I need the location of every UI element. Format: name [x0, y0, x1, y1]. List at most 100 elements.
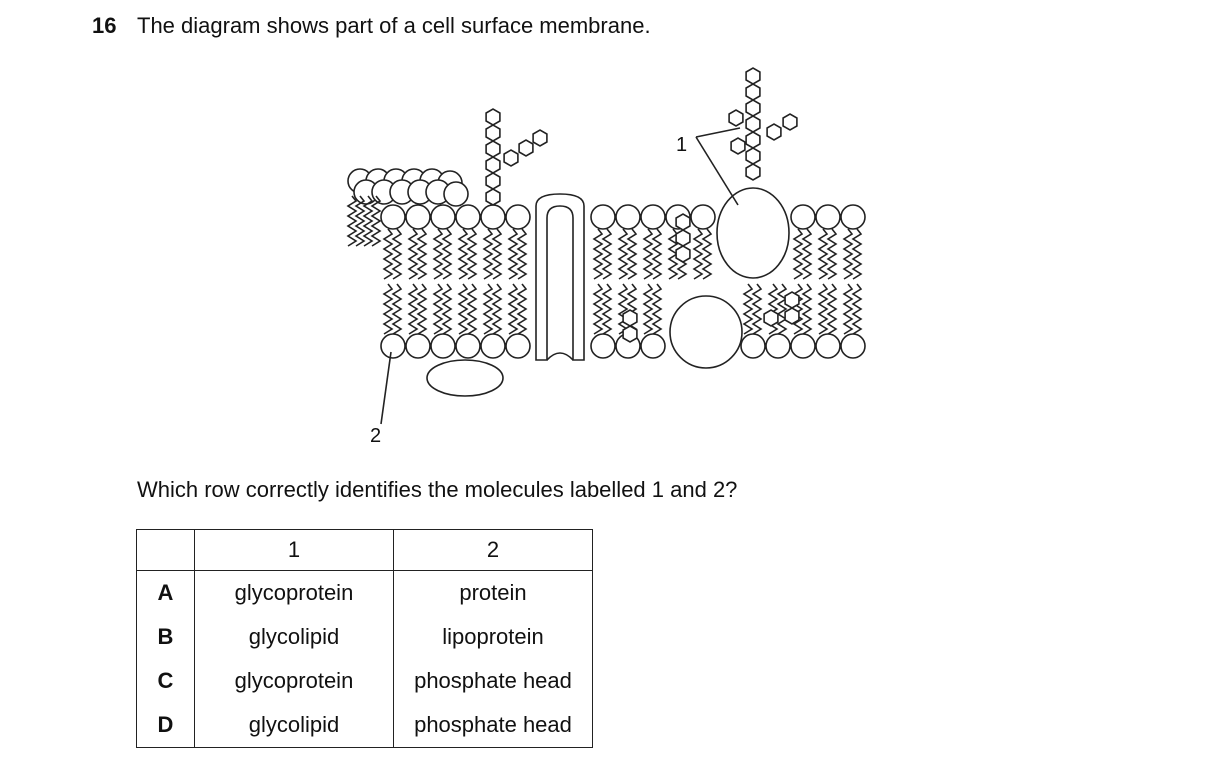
- fatty-acid-tail: [617, 228, 629, 280]
- label-1: 1: [676, 134, 687, 156]
- glycolipid-sugar: [485, 108, 501, 126]
- fatty-acid-tail: [617, 283, 629, 335]
- fatty-acid-tail: [851, 228, 863, 280]
- phospholipid-head: [640, 333, 666, 359]
- fatty-acid-tail: [751, 283, 763, 335]
- fatty-acid-tail: [651, 228, 663, 280]
- cholesterol-ring: [784, 307, 800, 325]
- fatty-acid-tail: [441, 283, 453, 335]
- glycolipid-sugar: [503, 149, 519, 167]
- glycoprotein-sugar: [745, 83, 761, 101]
- fatty-acid-tail: [826, 283, 838, 335]
- option-molecule-2: phosphate head: [393, 703, 593, 748]
- glycolipid-sugar: [485, 188, 501, 206]
- phospholipid-head: [740, 333, 766, 359]
- phospholipid-head: [790, 204, 816, 230]
- fatty-acid-tail: [466, 228, 478, 280]
- question-text: The diagram shows part of a cell surface…: [137, 13, 651, 38]
- glycolipid-sugar: [485, 156, 501, 174]
- peripheral-protein: [426, 359, 504, 397]
- fatty-acid-tail: [407, 283, 419, 335]
- fatty-acid-tail: [776, 283, 788, 335]
- option-molecule-1: glycolipid: [194, 703, 394, 748]
- phospholipid-head: [690, 204, 716, 230]
- phospholipid-head: [505, 333, 531, 359]
- table-row: A glycoprotein protein: [136, 570, 593, 615]
- fatty-acid-tail: [516, 228, 528, 280]
- glycoprotein-sugar: [745, 163, 761, 181]
- phospholipid-head: [480, 333, 506, 359]
- header-cell-blank: [136, 529, 195, 571]
- phospholipid-head: [765, 333, 791, 359]
- intrinsic-protein: [669, 295, 743, 369]
- phospholipid-head: [615, 204, 641, 230]
- fatty-acid-tail: [801, 283, 813, 335]
- fatty-acid-tail: [817, 283, 829, 335]
- fatty-acid-tail: [407, 228, 419, 280]
- fatty-acid-tail: [826, 228, 838, 280]
- question-prompt: Which row correctly identifies the molec…: [137, 477, 738, 502]
- table-row: D glycolipid phosphate head: [136, 703, 593, 748]
- fatty-acid-tail: [416, 228, 428, 280]
- fatty-acid-tail: [354, 195, 366, 247]
- fatty-acid-tail: [457, 228, 469, 280]
- fatty-acid-tail: [792, 283, 804, 335]
- phospholipid-head: [405, 204, 431, 230]
- phospholipid-head: [790, 333, 816, 359]
- glycoprotein-sugar: [745, 147, 761, 165]
- phospholipid-head: [380, 333, 406, 359]
- header-cell-1: 1: [194, 529, 394, 571]
- phospholipid-head: [443, 181, 469, 207]
- cholesterol-ring: [763, 309, 779, 327]
- fatty-acid-tail: [842, 283, 854, 335]
- glycolipid-sugar: [485, 172, 501, 190]
- fatty-acid-tail: [701, 228, 713, 280]
- fatty-acid-tail: [592, 283, 604, 335]
- fatty-acid-tail: [817, 228, 829, 280]
- phospholipid-head: [815, 204, 841, 230]
- glycoprotein-oval: [716, 187, 790, 279]
- table-row: C glycoprotein phosphate head: [136, 659, 593, 703]
- phospholipid-head: [815, 333, 841, 359]
- cholesterol-ring: [675, 213, 691, 231]
- phospholipid-head: [455, 333, 481, 359]
- phospholipid-head: [430, 204, 456, 230]
- fatty-acid-tail: [370, 195, 382, 247]
- fatty-acid-tail: [626, 228, 638, 280]
- table-header-row: 1 2: [136, 529, 593, 571]
- fatty-acid-tail: [482, 283, 494, 335]
- table-row: B glycolipid lipoprotein: [136, 615, 593, 659]
- glycoprotein-sugar: [745, 67, 761, 85]
- fatty-acid-tail: [482, 228, 494, 280]
- channel-protein: [535, 193, 585, 361]
- fatty-acid-tail: [382, 228, 394, 280]
- fatty-acid-tail: [742, 283, 754, 335]
- fatty-acid-tail: [362, 195, 374, 247]
- fatty-acid-tail: [491, 228, 503, 280]
- channel-protein-edge: [546, 352, 574, 361]
- fatty-acid-tail: [851, 283, 863, 335]
- glycoprotein-sugar: [745, 115, 761, 133]
- option-letter: D: [136, 703, 195, 748]
- question-number: 16: [92, 13, 117, 38]
- fatty-acid-tail: [842, 228, 854, 280]
- option-molecule-2: phosphate head: [393, 659, 593, 703]
- fatty-acid-tail: [382, 283, 394, 335]
- glycoprotein-sugar: [745, 99, 761, 117]
- cholesterol-ring: [622, 325, 638, 343]
- glycolipid-sugar: [518, 139, 534, 157]
- glycolipid-sugar: [485, 124, 501, 142]
- fatty-acid-tail: [601, 228, 613, 280]
- fatty-acid-tail: [457, 283, 469, 335]
- fatty-acid-tail: [692, 228, 704, 280]
- phospholipid-head: [840, 333, 866, 359]
- option-letter: A: [136, 570, 195, 615]
- label-2: 2: [370, 425, 381, 447]
- fatty-acid-tail: [592, 228, 604, 280]
- cholesterol-ring: [784, 291, 800, 309]
- fatty-acid-tail: [432, 283, 444, 335]
- phospholipid-head: [430, 333, 456, 359]
- phospholipid-head: [380, 204, 406, 230]
- glycolipid-sugar: [485, 140, 501, 158]
- fatty-acid-tail: [491, 283, 503, 335]
